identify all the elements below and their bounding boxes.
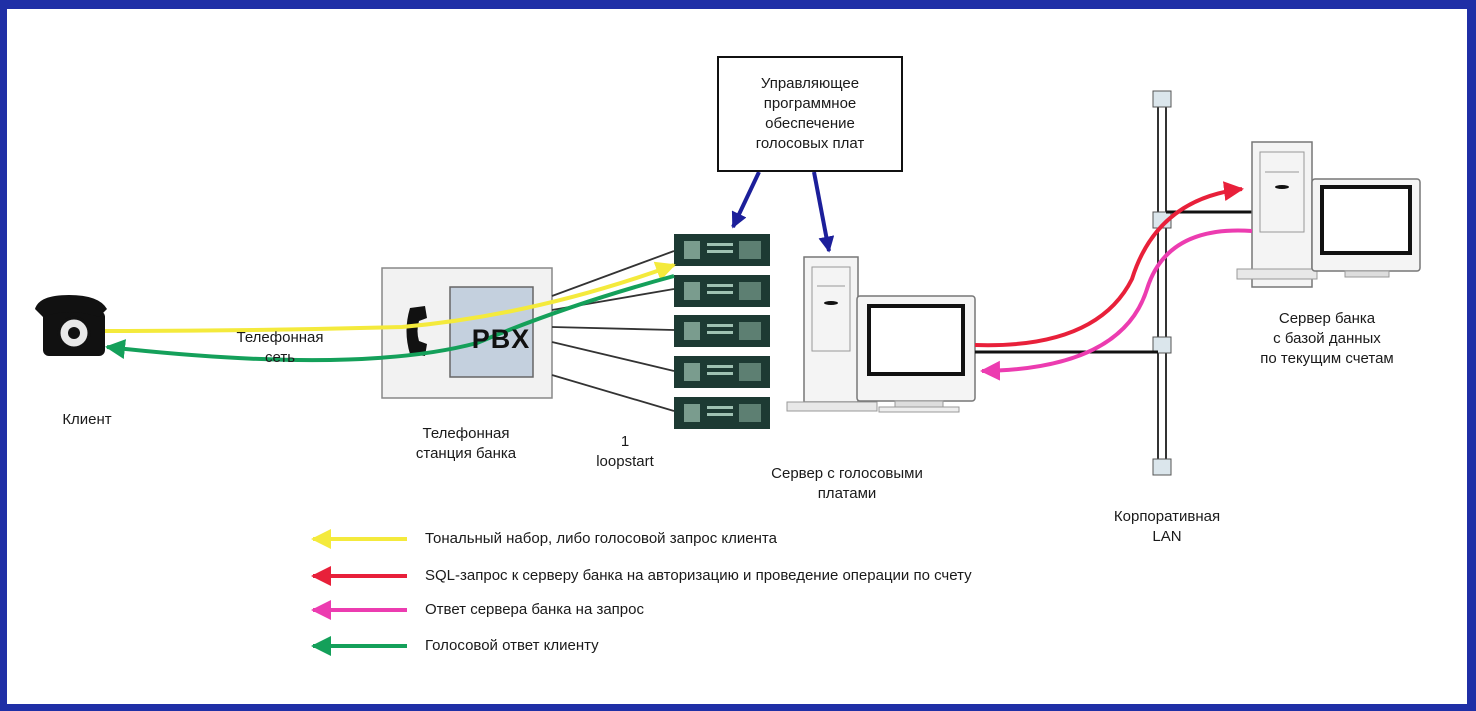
handset-icon bbox=[406, 306, 427, 356]
flow-yellow-path bbox=[104, 261, 676, 333]
voice-board bbox=[674, 356, 770, 388]
diagram-canvas bbox=[35, 90, 1421, 656]
pbx-station bbox=[381, 267, 553, 399]
voice-board bbox=[674, 315, 770, 347]
lan-bus bbox=[1152, 90, 1172, 476]
flow-magenta-path bbox=[980, 228, 1253, 381]
telephone-icon bbox=[35, 295, 107, 356]
flow-red-path bbox=[974, 181, 1244, 348]
legend-item-label: Голосовой ответ клиенту bbox=[425, 637, 599, 654]
bank-server-computer bbox=[1236, 141, 1421, 288]
bank-server-label: Сервер банка с базой данных по текущим с… bbox=[1260, 310, 1394, 367]
legend-arrows bbox=[311, 529, 407, 656]
pbx-label: PBX bbox=[471, 324, 531, 354]
legend-item-label: Тональный набор, либо голосовой запрос к… bbox=[425, 530, 777, 547]
flow-green-path bbox=[105, 274, 675, 363]
controller-arrows bbox=[731, 171, 835, 253]
client-label: Клиент bbox=[62, 411, 112, 428]
voice-board bbox=[674, 275, 770, 307]
pbx-trunk-lines bbox=[551, 250, 675, 412]
voice-boards bbox=[674, 234, 770, 429]
lan-label: Корпоративная LAN bbox=[1113, 508, 1221, 545]
controller-software-box: Управляющее программное обеспечение голо… bbox=[717, 56, 903, 172]
legend-item-label: SQL-запрос к серверу банка на авторизаци… bbox=[425, 567, 972, 584]
phone-network-label: Телефонная сеть bbox=[236, 329, 324, 366]
voice-board bbox=[674, 397, 770, 429]
voice-board bbox=[674, 234, 770, 266]
voice-server-computer bbox=[786, 256, 976, 413]
legend-item-label: Ответ сервера банка на запрос bbox=[425, 601, 644, 618]
bank-pbx-label: Телефонная станция банка bbox=[415, 425, 517, 462]
loopstart-label: 1 loopstart bbox=[596, 433, 654, 470]
voice-server-label: Сервер с голосовыми платами bbox=[771, 465, 923, 502]
